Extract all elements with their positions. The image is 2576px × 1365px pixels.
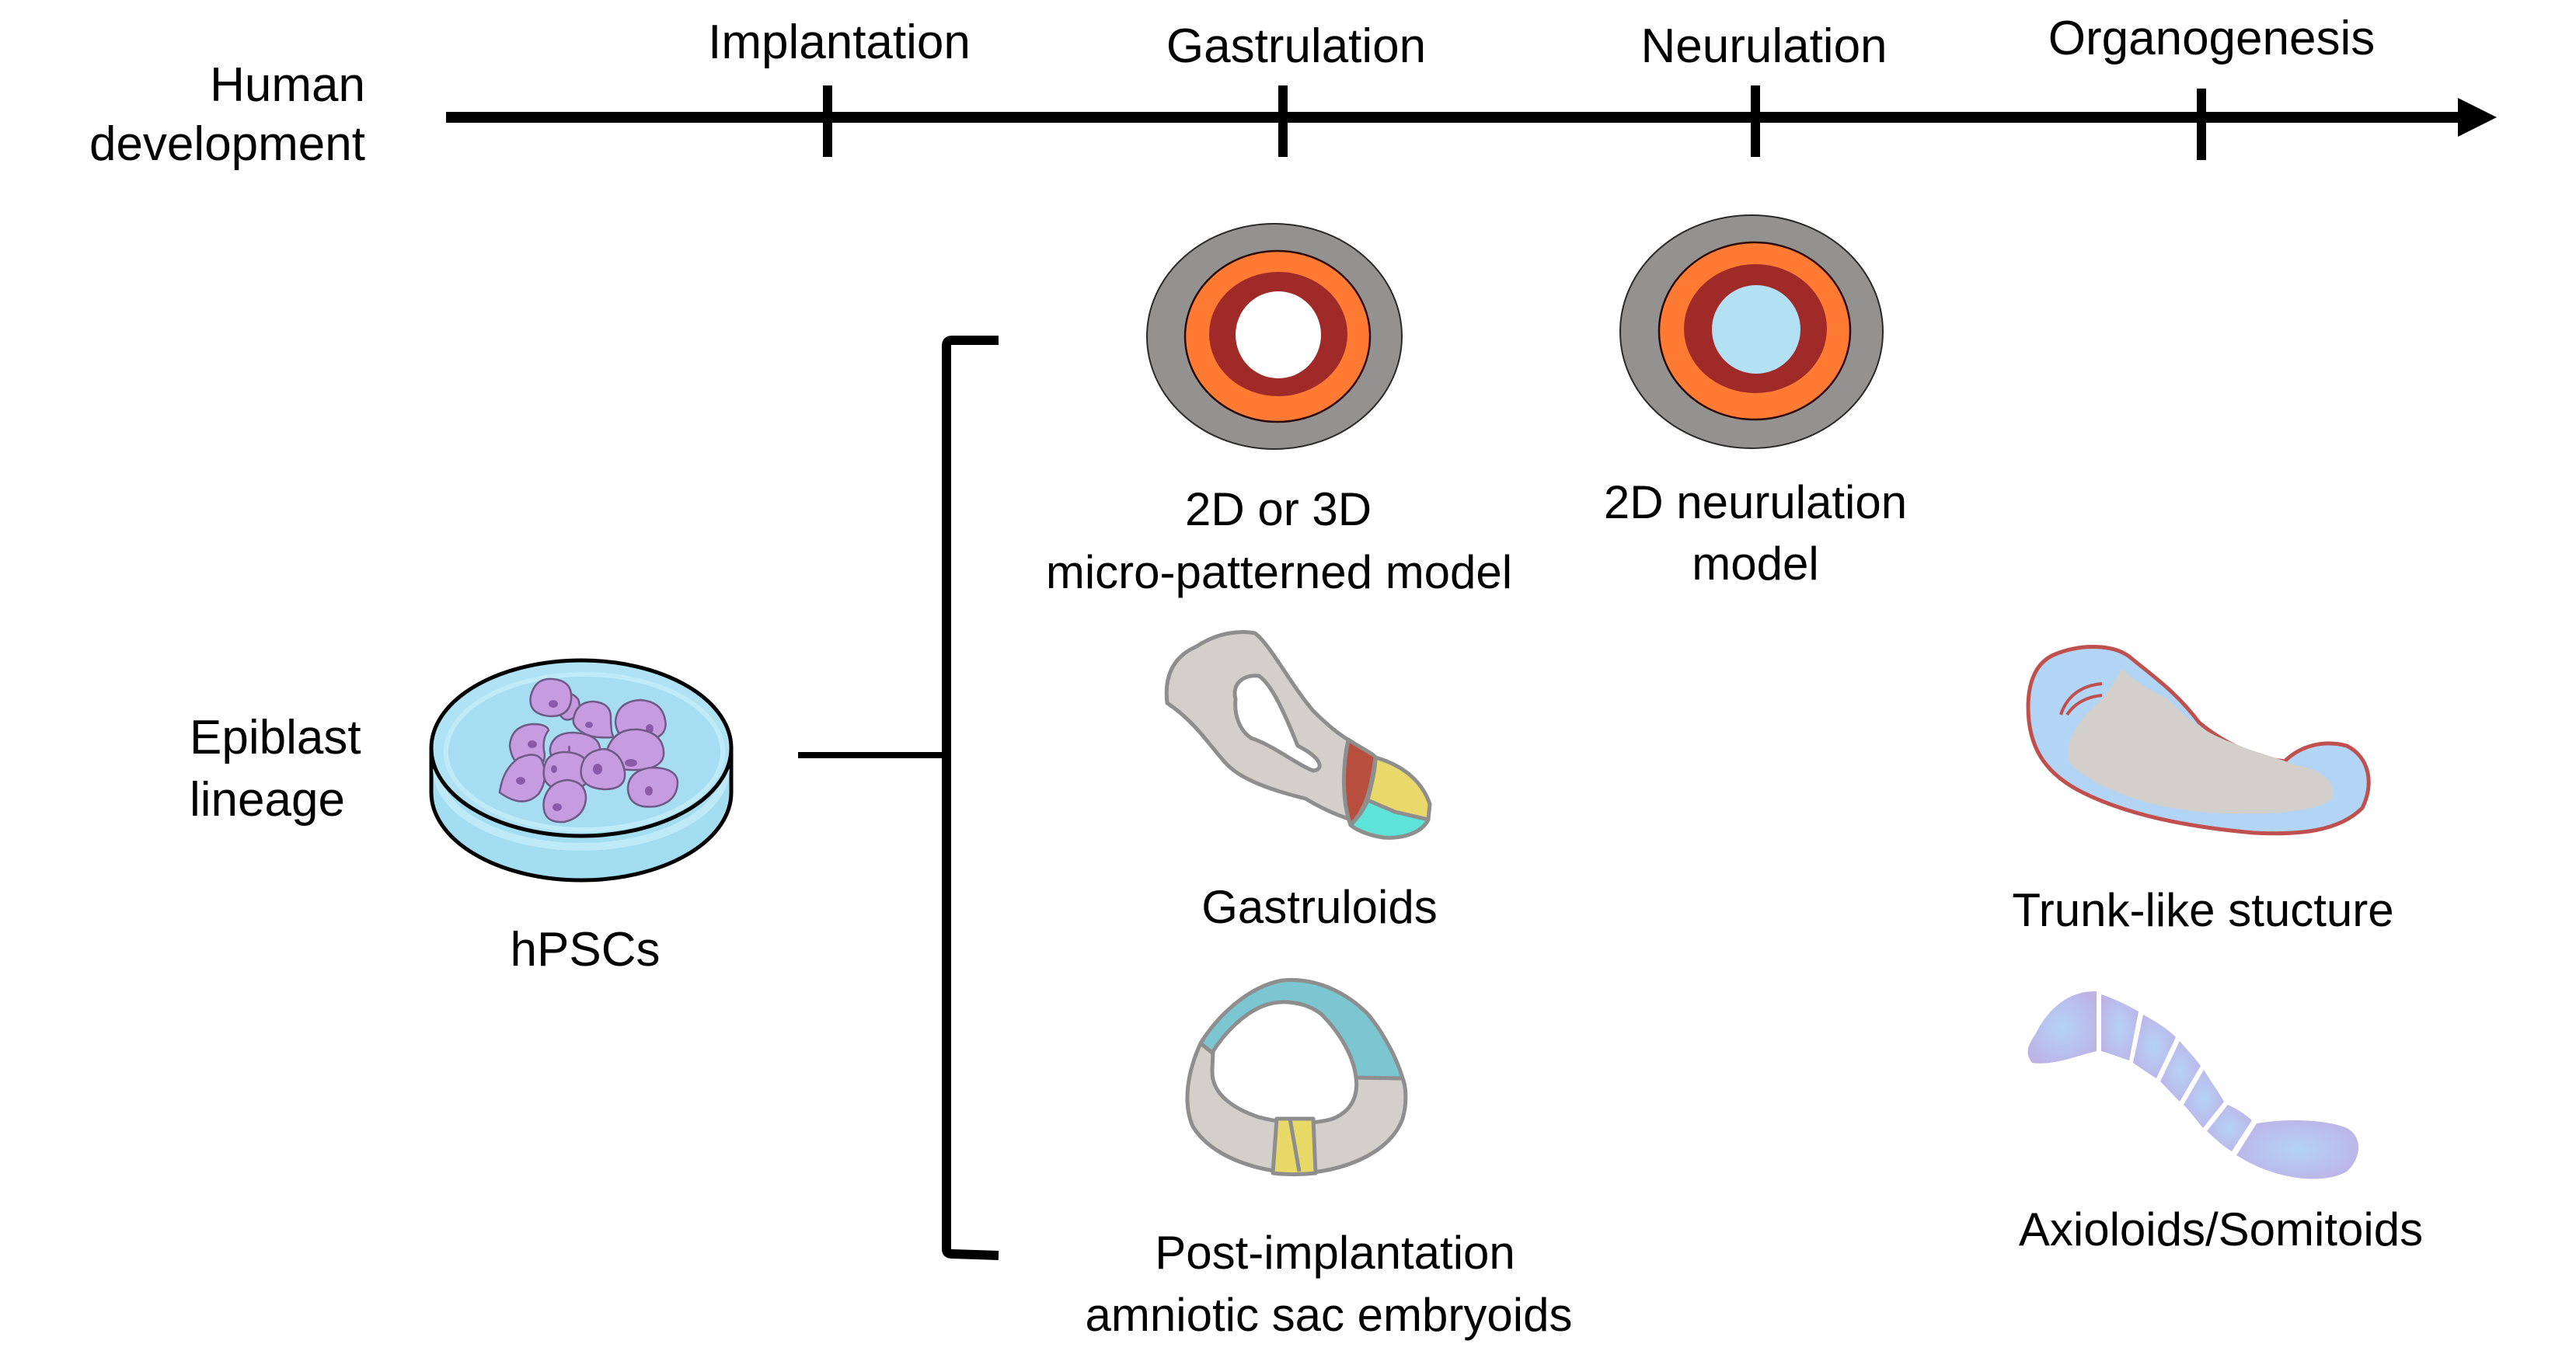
amniotic-sac-label-line-1: Post-implantation (1155, 1227, 1515, 1279)
model-micropatterned: 2D or 3D micro-patterned model (1046, 223, 1512, 598)
hpscs-label: hPSCs (511, 923, 661, 977)
trunk-core (2067, 668, 2334, 814)
neurulation-rings-icon (1619, 214, 1884, 449)
somite-segment (2236, 1120, 2358, 1179)
timeline-tick-organogenesis (2197, 89, 2206, 160)
neurulation-label-line-1: 2D neurulation (1604, 476, 1907, 528)
stage-label-implantation: Implantation (708, 16, 971, 69)
timeline: Human development Implantation Gastrulat… (89, 12, 2497, 171)
cell (529, 677, 573, 718)
amniotic-sac-icon (1185, 977, 1408, 1176)
timeline-tick-neurulation (1751, 85, 1760, 157)
amniotic-sac-lower-ring (1185, 1041, 1408, 1175)
amniotic-sac-label-line-2: amniotic sac embryoids (1086, 1289, 1573, 1341)
stage-label-gastrulation: Gastrulation (1166, 19, 1426, 73)
epiblast-lineage-label-line-1: Epiblast (190, 711, 361, 764)
somite-segment (2101, 994, 2139, 1060)
gastruloid-cavity (1232, 674, 1322, 773)
somite-segment (2027, 991, 2097, 1064)
model-axioloids: Axioloids/Somitoids (2019, 991, 2423, 1255)
model-amniotic-sac: Post-implantation amniotic sac embryoids (1086, 977, 1573, 1341)
primitive-streak-line (1288, 1118, 1302, 1172)
cell-cluster (498, 677, 679, 824)
stage-label-neurulation: Neurulation (1640, 19, 1887, 73)
timeline-axis-line (446, 112, 2460, 123)
trunk-fold-2 (2065, 694, 2103, 716)
model-trunk: Trunk-like stucture (2012, 645, 2394, 936)
trunk-label: Trunk-like stucture (2012, 884, 2393, 936)
axioloids-label: Axioloids/Somitoids (2019, 1203, 2423, 1255)
timeline-tick-implantation (823, 85, 832, 157)
neurulation-label-line-2: model (1692, 538, 1818, 590)
gastruloid-cyan-domain (1348, 798, 1431, 840)
micropatterned-label-line-2: micro-patterned model (1046, 546, 1512, 598)
cell (498, 754, 546, 803)
amniotic-sac-amnion (1198, 977, 1405, 1081)
cell (572, 700, 616, 739)
somite-segment (2133, 1015, 2176, 1078)
source-connector-line (798, 752, 946, 758)
cell (626, 766, 679, 808)
somite-segment (2207, 1105, 2252, 1151)
somite-segment (2184, 1070, 2224, 1128)
micropattern-rings-icon (1146, 223, 1403, 450)
model-gastruloids: Gastruloids (1164, 630, 1438, 933)
timeline-tick-gastrulation (1278, 85, 1288, 157)
stage-label-organogenesis: Organogenesis (2048, 12, 2376, 65)
petri-dish-icon (429, 658, 734, 883)
gastruloids-label: Gastruloids (1201, 881, 1437, 933)
somite-segment (2160, 1041, 2201, 1102)
source-group: Epiblast lineage (190, 336, 999, 1260)
trunk-like-structure-icon (2026, 645, 2371, 836)
timeline-axis-label-line-2: development (89, 117, 365, 171)
gastruloid-yellow-domain (1365, 755, 1432, 822)
trunk-fold-1 (2059, 682, 2103, 716)
epiblast-lineage-label-line-2: lineage (190, 773, 345, 827)
cell (580, 747, 626, 791)
timeline-arrowhead-icon (2458, 98, 2497, 137)
micropatterned-label-line-1: 2D or 3D (1185, 483, 1372, 535)
models-bracket (942, 336, 999, 1260)
timeline-axis-label-line-1: Human (210, 58, 365, 112)
gastruloid-icon (1164, 630, 1432, 840)
petri-dish-rim-shadow (433, 768, 730, 851)
cell (542, 778, 587, 824)
model-neurulation: 2D neurulation model (1604, 214, 1907, 590)
axioloid-icon (2027, 991, 2358, 1179)
